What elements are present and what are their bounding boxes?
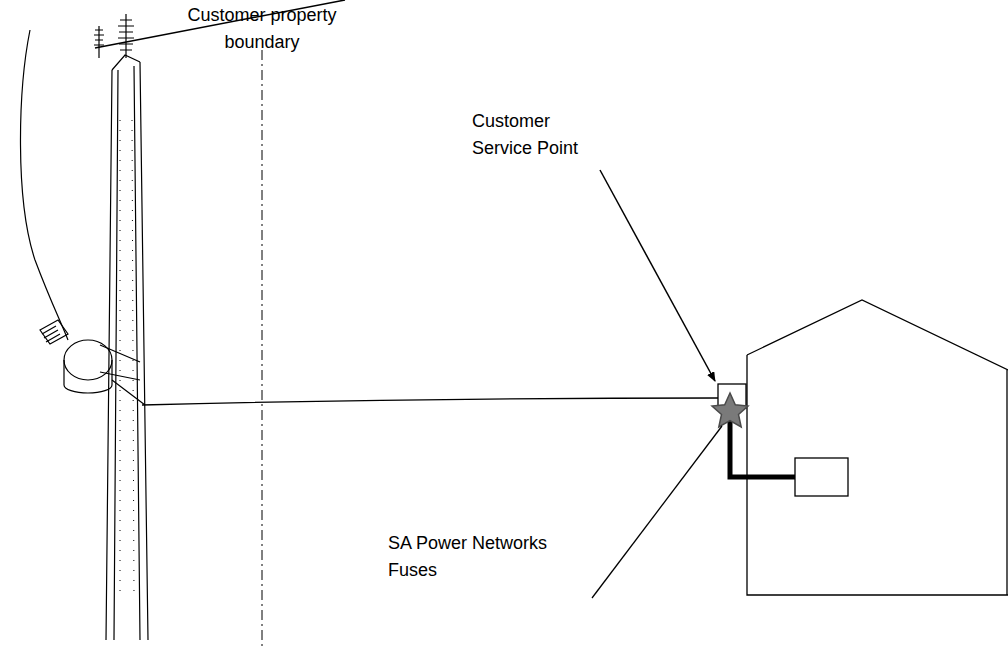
service-cable	[142, 398, 718, 405]
power-pole	[20, 14, 148, 640]
callout-label: Customer Service Point	[472, 108, 602, 162]
boundary-label: Customer property boundary	[172, 2, 352, 56]
boundary-line	[262, 50, 263, 648]
meter-box	[795, 458, 848, 496]
fuse-symbol	[712, 393, 748, 427]
house	[747, 300, 1008, 595]
callout-label: SA Power Networks Fuses	[388, 530, 568, 584]
leader-line	[592, 426, 722, 598]
leader-line	[600, 170, 715, 381]
